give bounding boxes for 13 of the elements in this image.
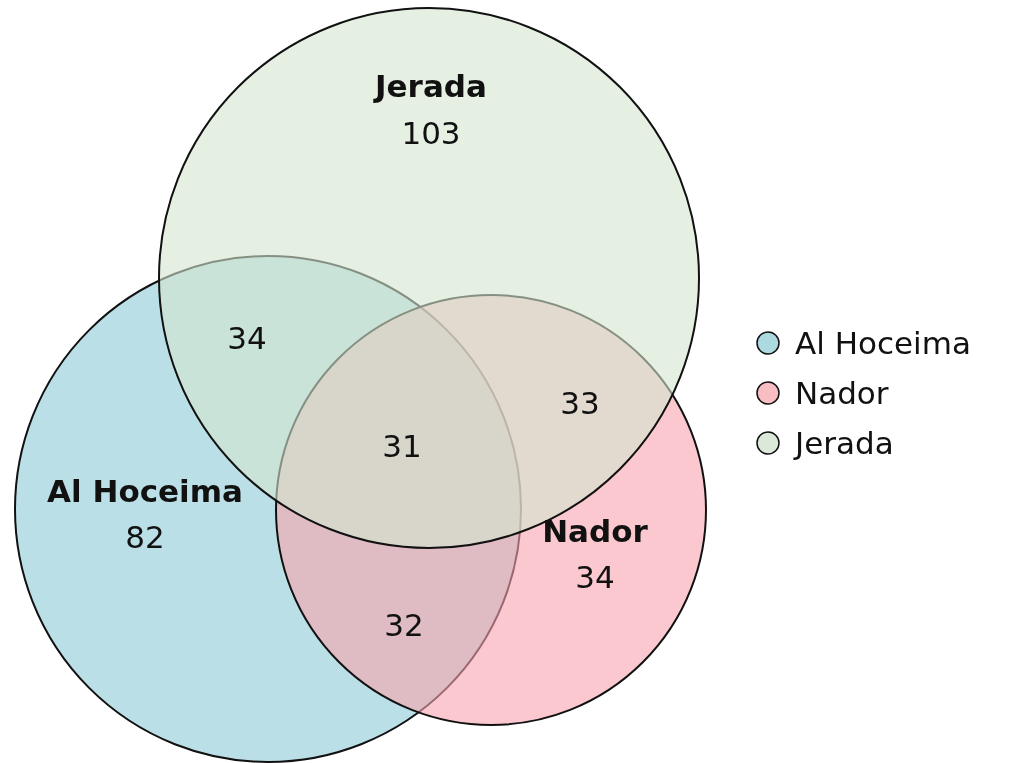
set-name: Al Hoceima — [47, 474, 243, 510]
set-count: 103 — [401, 116, 461, 152]
legend-label: Al Hoceima — [795, 325, 971, 361]
overlap-count: 33 — [560, 385, 600, 421]
overlap-count: 34 — [227, 320, 267, 356]
legend-label: Jerada — [795, 425, 894, 461]
set-name: Nador — [542, 514, 648, 550]
set-count: 34 — [575, 560, 615, 596]
set-name: Jerada — [375, 69, 487, 105]
set-count: 82 — [125, 520, 165, 556]
overlap-count: 32 — [384, 607, 424, 643]
overlap-count: 31 — [382, 428, 422, 464]
legend-label: Nador — [795, 375, 889, 411]
